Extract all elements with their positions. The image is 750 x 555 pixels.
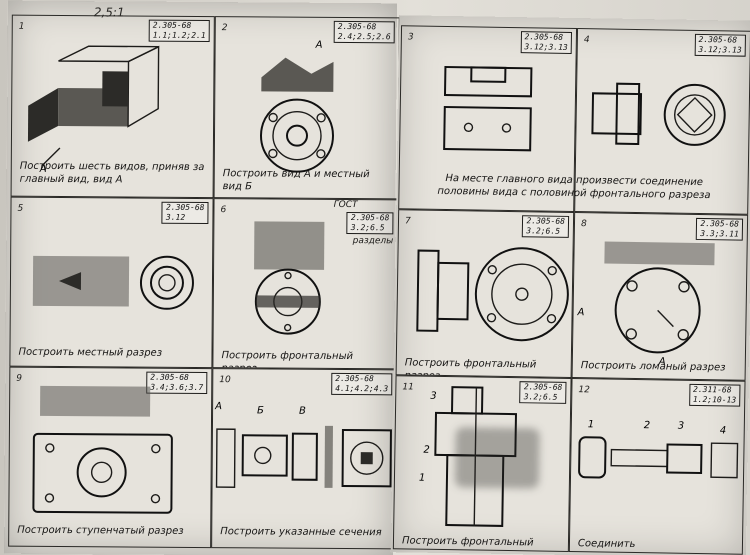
svg-text:А: А <box>315 40 323 51</box>
svg-text:А: А <box>658 356 666 367</box>
drawing-assembly-section: 3 2 1 <box>419 386 518 527</box>
svg-text:1: 1 <box>419 473 426 484</box>
svg-text:2: 2 <box>644 420 651 431</box>
task-caption: Построить фронтальный разрез <box>401 535 534 552</box>
task-caption: Построить указанные сечения <box>220 526 382 539</box>
drawing-shaft <box>32 255 194 310</box>
svg-text:В: В <box>299 406 306 417</box>
task-caption: Построить местный разрез <box>18 346 163 359</box>
drawing-coupling <box>254 221 325 335</box>
svg-text:А: А <box>214 401 222 412</box>
drawing-flange-section <box>416 247 569 342</box>
svg-text:А: А <box>39 164 47 175</box>
drawing-flange-views: А <box>259 40 334 173</box>
svg-text:2: 2 <box>423 445 430 456</box>
svg-text:1: 1 <box>588 419 595 430</box>
task-caption: Построить фронтальный разрез <box>221 350 354 370</box>
drawing-bracket-isometric: А <box>27 45 160 175</box>
drawing-bushing <box>591 82 726 146</box>
svg-text:Б: Б <box>257 405 264 416</box>
task-caption-3: На месте главного вида произвести соедин… <box>437 172 711 202</box>
svg-text:3: 3 <box>678 421 685 432</box>
drawing-broken-section: А А <box>577 241 715 367</box>
task-caption: Построить ступенчатый разрез <box>17 524 184 537</box>
svg-text:А: А <box>577 307 585 318</box>
svg-text:4: 4 <box>720 425 727 436</box>
task-caption: Построить шесть видов, приняв за главный… <box>19 160 205 186</box>
photo-blur <box>454 427 540 489</box>
drawing-plate <box>32 385 173 514</box>
task-caption: Построить вид А и местный вид Б <box>222 168 370 193</box>
drawing-sections: А Б В <box>214 401 392 488</box>
drawing-block-views <box>443 65 533 152</box>
task-caption: Построить ломаный разрез <box>580 360 726 374</box>
task-caption: Соединить <box>577 538 636 551</box>
drawing-pipe-connection: 1 2 3 4 <box>578 419 739 479</box>
svg-text:3: 3 <box>430 391 437 402</box>
